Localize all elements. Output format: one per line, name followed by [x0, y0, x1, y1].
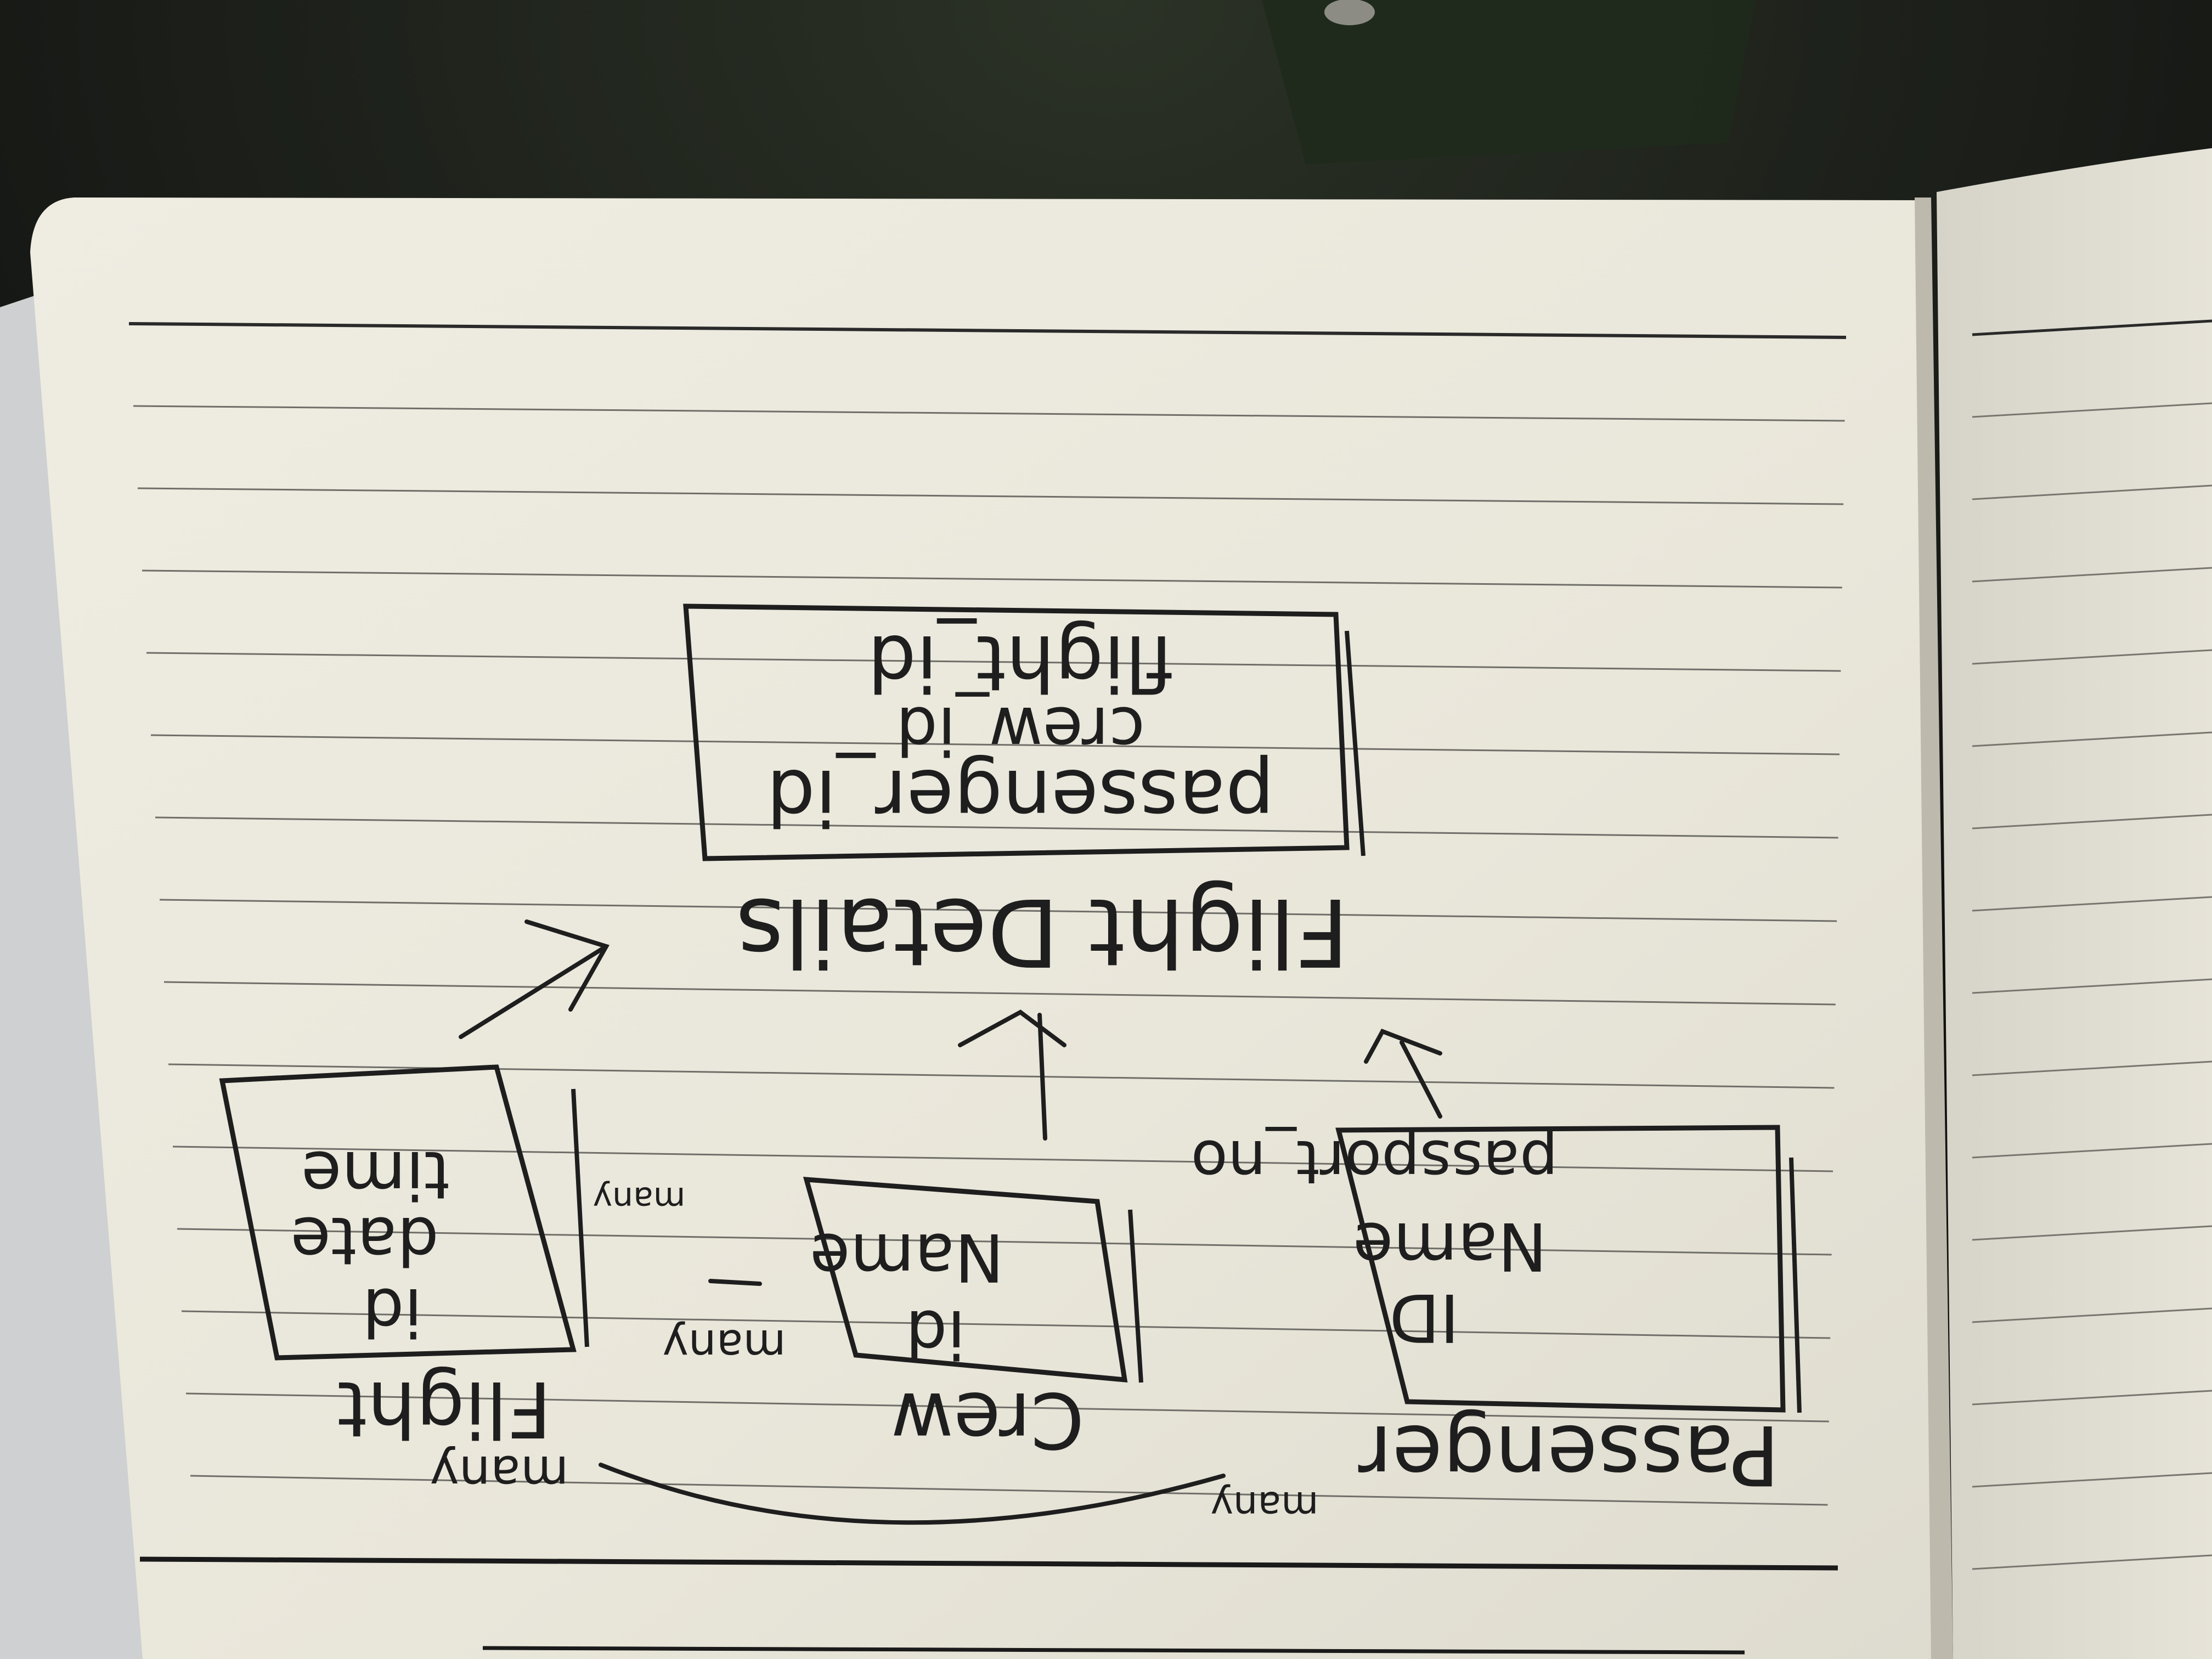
arrow-flight-to-details	[459, 944, 608, 1039]
ruled-line	[181, 1310, 1831, 1339]
crew-box-edge	[1128, 1209, 1143, 1383]
attr-flight-date: date	[290, 1202, 439, 1278]
attr-flight-id-field: id	[362, 1273, 422, 1350]
jacket-shape	[1262, 0, 1756, 165]
arrow-passenger-to-details	[1400, 1040, 1442, 1119]
ruled-line-right-page	[1972, 896, 2212, 912]
flight-box-edge	[571, 1088, 589, 1347]
crew-flight-dash	[708, 1279, 762, 1286]
attr-crew-id-field: id	[905, 1295, 966, 1372]
ruled-line	[146, 652, 1841, 672]
ruled-line-right-page	[1972, 1143, 2212, 1159]
ruled-line-right-page	[1972, 814, 2212, 830]
ruled-line	[177, 1228, 1832, 1256]
ruled-line-right-page	[1972, 1307, 2212, 1323]
ruled-line	[150, 734, 1840, 755]
cardinality-many-passenger-side: many	[1211, 1483, 1319, 1528]
arrowhead-passenger	[1364, 1029, 1442, 1064]
entity-crew: id Name Crew	[803, 1177, 1143, 1464]
cardinality-many-flight-crew-side: many	[593, 1180, 686, 1218]
ruled-line	[128, 322, 1847, 339]
button-shape	[1324, 0, 1375, 25]
flight-details-box-edge	[1345, 630, 1365, 856]
ruled-line	[163, 981, 1836, 1006]
ruled-line	[172, 1146, 1833, 1172]
cardinality-many-flight-side: many	[430, 1444, 568, 1502]
ruled-line-right-page	[1972, 649, 2212, 665]
ruled-line-right-page	[1972, 1554, 2212, 1570]
ruled-line-right-page	[1972, 319, 2212, 336]
attr-passenger-id: passenger_id	[766, 752, 1274, 842]
ruled-line-right-page	[1972, 402, 2212, 418]
ruled-line-right-page	[1972, 978, 2212, 994]
notebook-left-page	[30, 198, 1931, 1659]
ruled-line-right-page	[1972, 731, 2212, 747]
notebook-spine	[1915, 198, 1953, 1659]
ruled-line	[142, 569, 1842, 589]
entity-title-flight-details: Flight Details	[736, 877, 1349, 986]
ruled-line	[168, 1063, 1835, 1089]
ruled-line-right-page	[1972, 1472, 2212, 1488]
attr-passenger-name: Name	[1353, 1207, 1547, 1284]
flight-details-box	[683, 603, 1350, 861]
cardinality-many-crew-side: many	[663, 1320, 786, 1371]
ruled-line-right-page	[1972, 1060, 2212, 1076]
bottom-rule-lower	[482, 1646, 1745, 1655]
ruled-line	[159, 899, 1837, 922]
flight-box	[219, 1064, 577, 1361]
entity-title-passenger: Passenger	[1358, 1407, 1780, 1502]
entity-title-flight: Flight	[337, 1364, 552, 1453]
ruled-line	[133, 405, 1845, 422]
passenger-box-edge	[1789, 1157, 1802, 1413]
attr-crew-name: Name	[810, 1218, 1004, 1295]
attr-passenger-id-field: ID	[1389, 1279, 1459, 1355]
entity-passenger: ID Name passport_no Passenger	[1191, 1125, 1802, 1502]
ruled-line	[155, 816, 1838, 839]
entity-flight-details: passenger_id crew_id flight_id Flight De…	[683, 603, 1365, 986]
attr-flight-time: time	[301, 1136, 450, 1212]
attr-passport-no: passport_no	[1191, 1127, 1558, 1197]
attr-crew-id: crew_id	[896, 692, 1145, 768]
ruled-line-right-page	[1972, 567, 2212, 583]
ruled-line-right-page	[1972, 484, 2212, 500]
entity-flight: id date time Flight	[219, 1064, 589, 1453]
entity-title-crew: Crew	[891, 1375, 1085, 1464]
ruled-line	[137, 487, 1844, 505]
ruled-line-right-page	[1972, 1390, 2212, 1406]
arrow-crew-to-details	[1037, 1013, 1047, 1141]
attr-flight-id: flight_id	[867, 618, 1173, 707]
arrowhead-crew	[958, 1009, 1066, 1047]
crew-box	[803, 1177, 1128, 1383]
ruled-line-right-page	[1972, 1225, 2212, 1241]
ruled-lines	[128, 319, 2212, 1570]
notebook-right-page	[1937, 148, 2212, 1659]
bottom-double-rule	[139, 1556, 1838, 1571]
arrowhead-flight	[524, 919, 610, 1012]
passenger-flight-curve	[599, 1463, 1226, 1525]
passenger-box	[1335, 1125, 1786, 1413]
ruled-line	[185, 1392, 1829, 1423]
relationship-arrows	[459, 919, 1442, 1525]
ruled-line	[190, 1475, 1828, 1506]
